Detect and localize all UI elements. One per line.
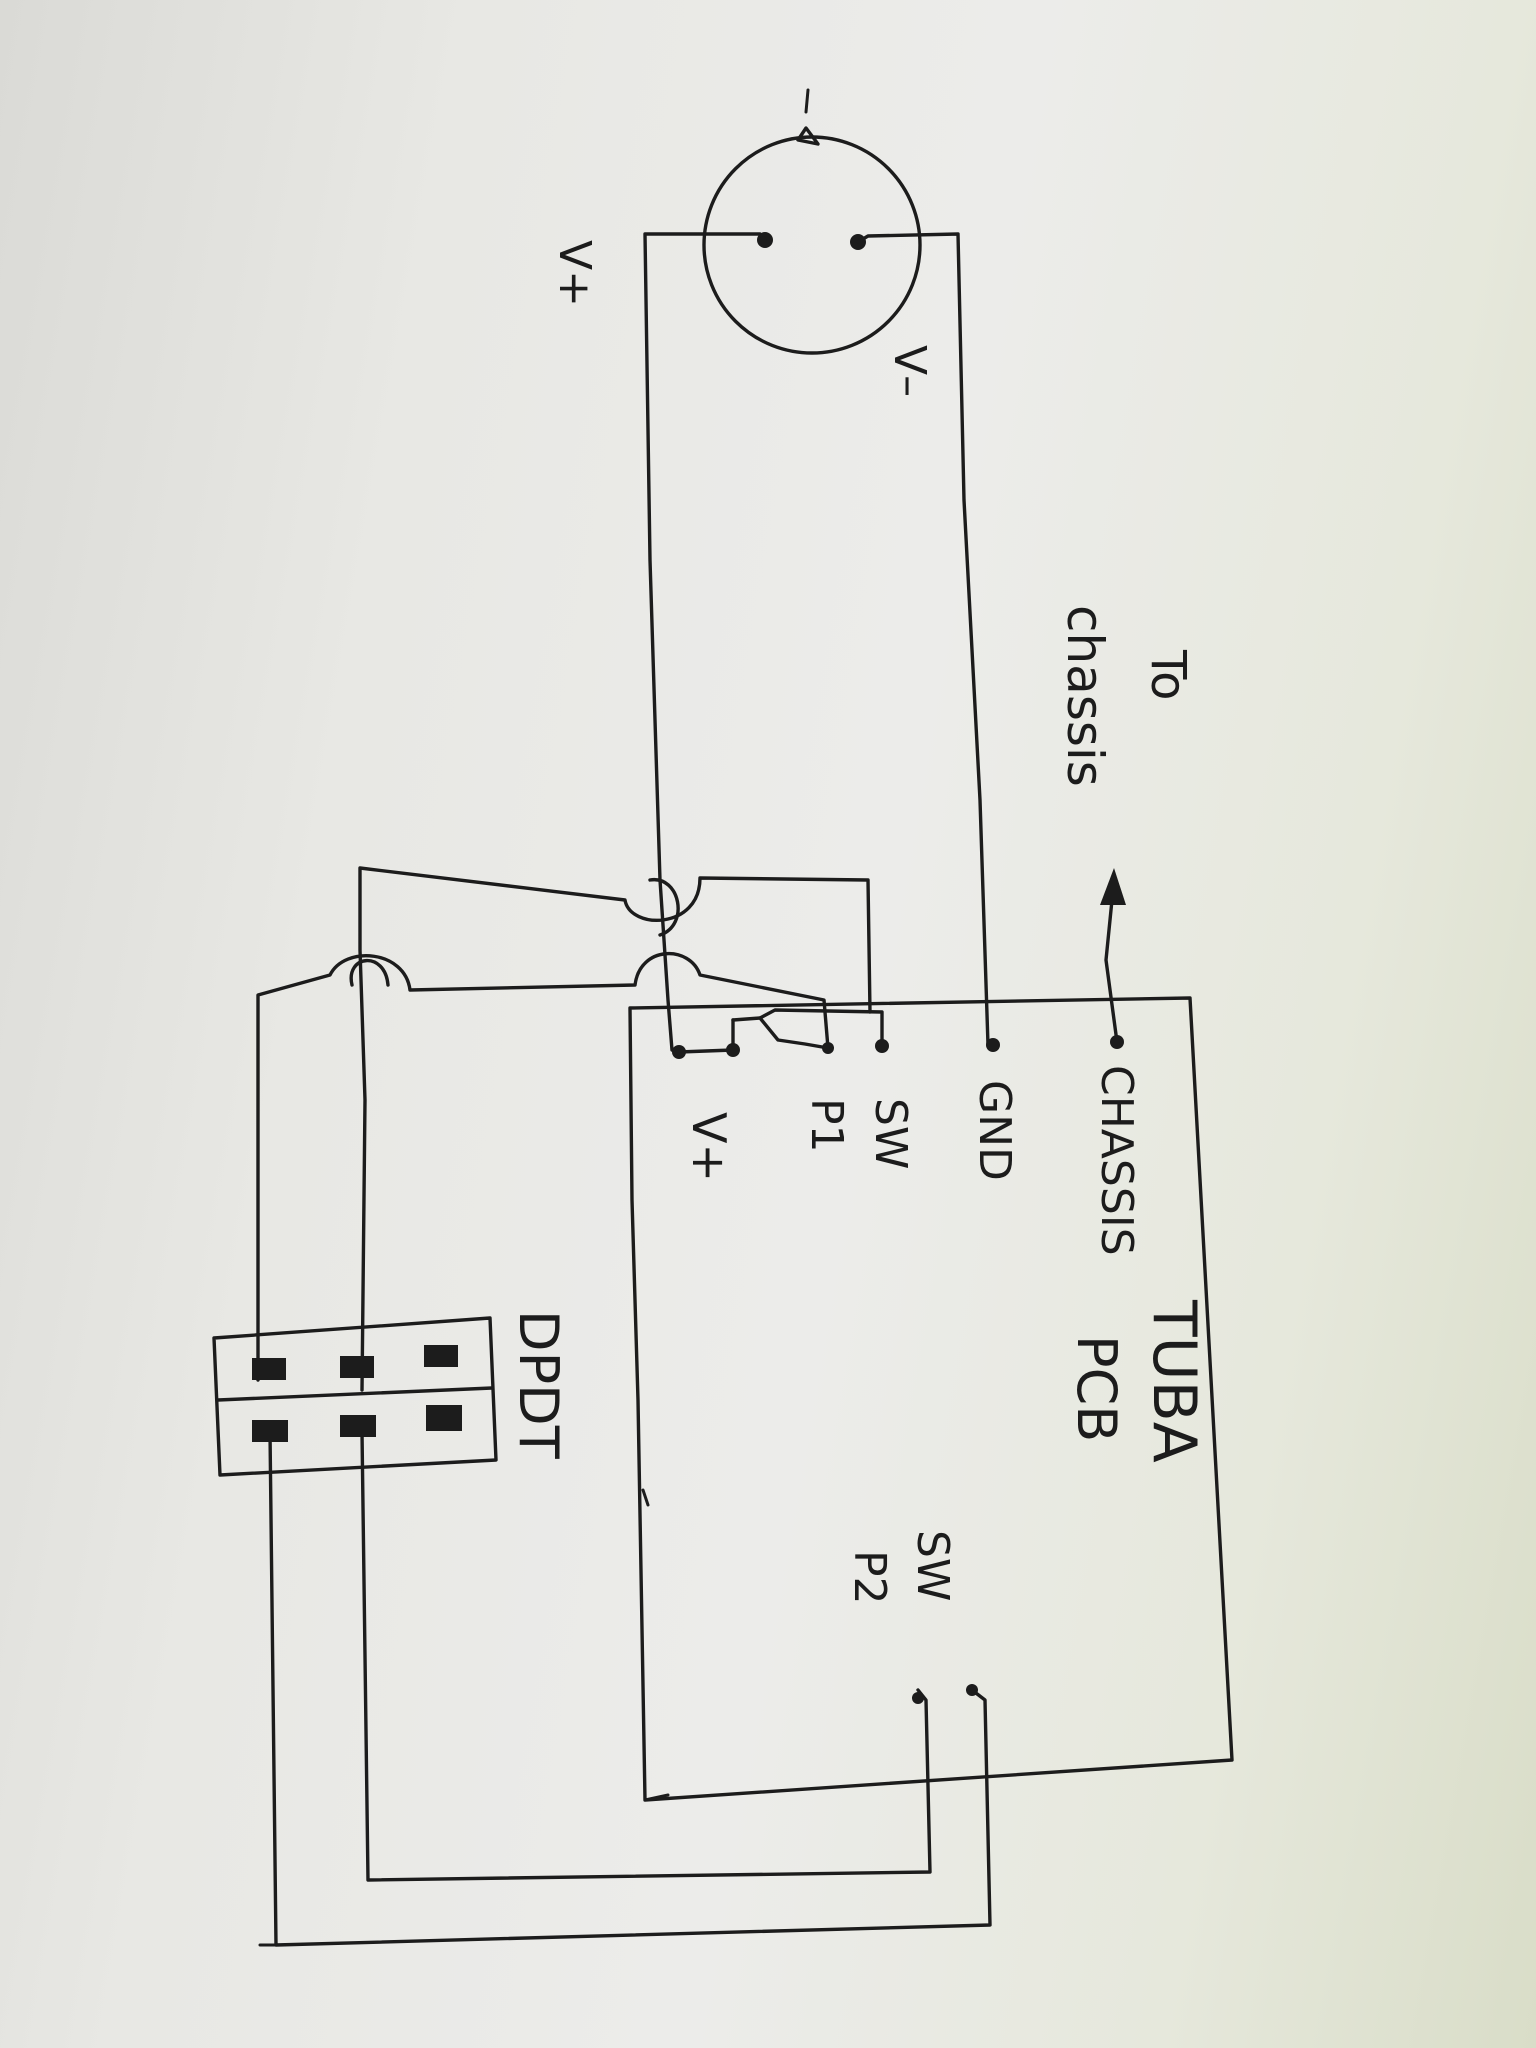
label-dpdt: DPDT xyxy=(507,1310,570,1460)
label-pin-gnd: GND xyxy=(969,1080,1020,1181)
pad-gnd xyxy=(986,1038,1000,1052)
label-jack-vminus: V– xyxy=(884,345,935,397)
dpdt-body xyxy=(212,1316,498,1477)
pcb-corner-mark xyxy=(643,1793,670,1802)
wire-dpdt-to-sw-p2-outer xyxy=(268,1430,992,1947)
label-sw-p1-line1: SW xyxy=(865,1098,916,1169)
label-pin-chassis: CHASSIS xyxy=(1091,1065,1142,1256)
wire-sw-p1-to-dpdt-upper xyxy=(358,866,872,1392)
label-board-tuba: TUBA xyxy=(1139,1299,1209,1463)
dpdt-pad-1 xyxy=(252,1358,286,1380)
label-sw-p1-line2: P1 xyxy=(801,1098,852,1153)
dpdt-divider xyxy=(216,1386,494,1402)
label-board-pcb: PCB xyxy=(1065,1335,1128,1442)
dc-jack-body xyxy=(702,135,922,355)
dpdt-switch xyxy=(212,1316,498,1477)
label-to: To xyxy=(1140,649,1196,701)
pad-sw-p2-b xyxy=(966,1684,978,1696)
wire-vminus-gnd xyxy=(856,232,990,1047)
dpdt-pad-2 xyxy=(340,1356,374,1378)
dc-jack-tick xyxy=(804,88,810,114)
vplus-bridge xyxy=(677,1018,735,1054)
wire-sw-p1-to-dpdt-lower xyxy=(256,952,830,1382)
hop-over-1 xyxy=(648,878,680,937)
dpdt-pad-5 xyxy=(340,1415,376,1437)
dc-jack-notch xyxy=(796,126,820,146)
label-sw-p2-line2: P2 xyxy=(844,1550,895,1605)
chassis-lead xyxy=(1104,898,1119,1044)
wire-vplus xyxy=(643,232,767,1052)
label-sw-p2-line1: SW xyxy=(907,1530,958,1601)
label-jack-vplus: V+ xyxy=(549,240,600,307)
dpdt-pad-3 xyxy=(424,1345,458,1367)
pad-sw-p2-a xyxy=(912,1692,924,1704)
dc-jack xyxy=(702,88,922,355)
label-pin-vplus: V+ xyxy=(682,1112,736,1182)
dpdt-pad-6 xyxy=(426,1405,462,1431)
sw-p1-jumper xyxy=(731,1016,830,1050)
pcb-tick-mark xyxy=(641,1488,650,1507)
sw-p1-hook xyxy=(758,1008,884,1048)
chassis-arrow-head xyxy=(1100,868,1126,905)
hop-over-2 xyxy=(349,958,390,987)
label-chassis-lower: chassis xyxy=(1056,605,1114,787)
